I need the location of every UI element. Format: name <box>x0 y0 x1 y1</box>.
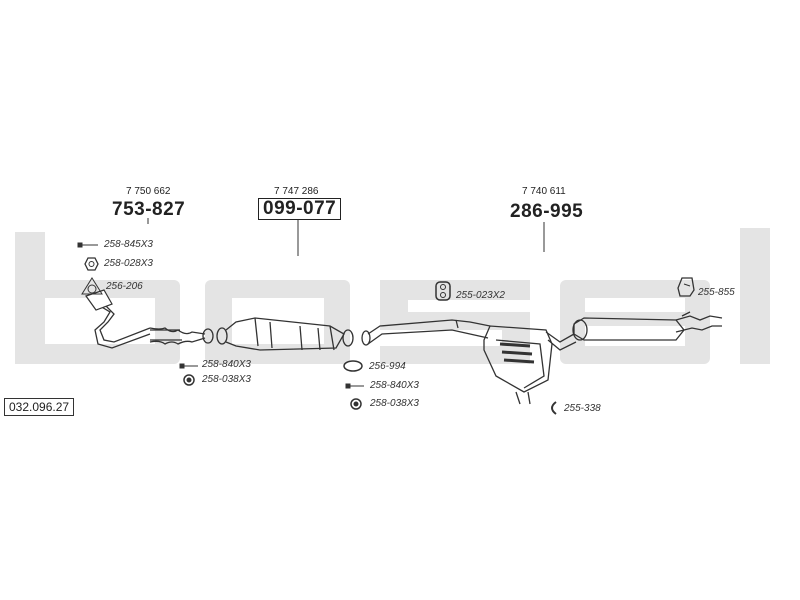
part-ref-3: 7 740 611 <box>522 186 566 197</box>
part-number-1[interactable]: 753-827 <box>112 199 186 220</box>
accessory-hanger-label[interactable]: 255-023X2 <box>456 290 505 301</box>
catalytic-converter <box>216 317 354 351</box>
part-ref-2: 7 747 286 <box>274 186 319 197</box>
accessory-nut-2-label[interactable]: 258-038X3 <box>202 374 251 385</box>
bosal-watermark-logo <box>15 228 770 364</box>
diagram-code: 032.096.27 <box>4 398 75 416</box>
part-number-2[interactable]: 099-077 <box>258 198 342 220</box>
accessory-nut-3-label[interactable]: 258-038X3 <box>370 398 419 409</box>
accessory-bolt-3-label[interactable]: 258-840X3 <box>370 380 419 391</box>
part-ref-1: 7 750 662 <box>126 186 171 197</box>
accessory-clamp-label[interactable]: 255-855 <box>698 287 735 298</box>
front-pipe <box>89 299 214 349</box>
part-number-3[interactable]: 286-995 <box>510 201 584 222</box>
accessory-gasket-label[interactable]: 256-206 <box>106 281 143 292</box>
accessory-bolt-2-label[interactable]: 258-840X3 <box>202 359 251 370</box>
accessory-bolt-label[interactable]: 258-845X3 <box>104 239 153 250</box>
accessory-icons <box>77 242 695 415</box>
accessory-nut-label[interactable]: 258-028X3 <box>104 258 153 269</box>
rear-section <box>361 311 723 405</box>
accessory-clamp-2-label[interactable]: 255-338 <box>564 403 601 414</box>
accessory-ring-label[interactable]: 256-994 <box>369 361 406 372</box>
